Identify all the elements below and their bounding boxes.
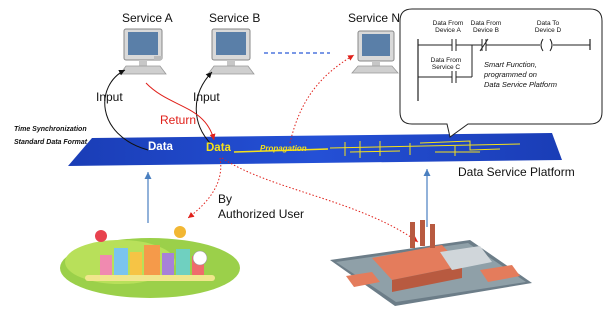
user-dotted-arrow [187, 157, 222, 219]
factory-dotted-arrow [221, 157, 419, 243]
smart-function-line3: Data Service Platform [484, 80, 557, 89]
propagation-label: Propagation [260, 144, 307, 153]
smart-function-line1: Smart Function, [484, 60, 537, 69]
time-sync-label: Time Synchronization [14, 126, 87, 133]
return-label: Return [160, 113, 197, 127]
platform-label: Data Service Platform [458, 165, 575, 179]
standard-format-label: Standard Data Format [14, 139, 88, 146]
ladder-service-c-label: Data From Service C [430, 57, 462, 71]
service-a-label: Service A [122, 11, 173, 25]
smart-function-bubble [399, 8, 603, 138]
platform-data-center: Data [206, 142, 231, 154]
computer-icon-service-a [119, 28, 167, 75]
input-arrow-left [104, 69, 149, 151]
circuit-pattern [329, 140, 521, 158]
return-arrow [145, 82, 216, 141]
input-arrow-right [195, 71, 213, 146]
input-left-label: Input [96, 90, 123, 104]
ladder-device-d-label: Data To Device D [534, 20, 562, 34]
propagation-arrow [233, 148, 329, 153]
propagation-dotted-arrow-n [289, 54, 355, 144]
smart-city-illustration [60, 226, 240, 298]
platform-data-left: Data [148, 141, 173, 153]
ladder-device-a-label: Data From Device A [432, 20, 464, 34]
authorized-user-label: Authorized User [218, 207, 305, 221]
service-b-label: Service B [209, 11, 261, 25]
by-label: By [218, 192, 233, 206]
smart-function-line2: programmed on [484, 70, 537, 79]
service-n-label: Service N [348, 11, 401, 25]
computer-icon-service-b [207, 28, 255, 75]
ladder-device-b-label: Data From Device B [470, 20, 502, 34]
computer-icon-service-n [351, 30, 399, 74]
input-right-label: Input [193, 90, 220, 104]
factory-illustration [330, 220, 532, 306]
